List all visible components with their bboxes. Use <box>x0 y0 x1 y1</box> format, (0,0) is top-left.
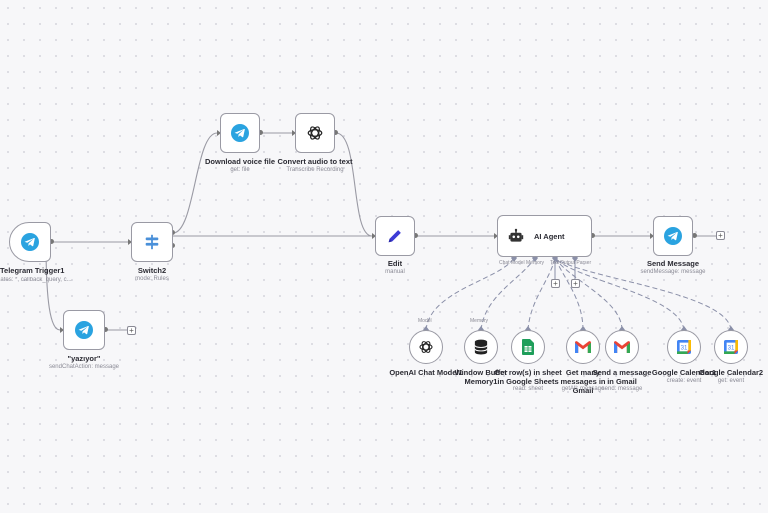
edge-switch-download <box>172 132 218 234</box>
edit-output-port[interactable] <box>413 233 418 238</box>
node-download-voice-file[interactable] <box>220 113 260 153</box>
database-icon <box>474 339 488 355</box>
edit-title: Edit <box>387 259 403 268</box>
node-gmail-send[interactable] <box>605 330 639 364</box>
add-node-button[interactable]: + <box>716 231 725 240</box>
node-switch[interactable] <box>131 222 173 262</box>
node-openai-chat-model[interactable] <box>409 330 443 364</box>
google-calendar-icon: 31 <box>724 340 738 354</box>
gmail-icon <box>575 341 591 353</box>
add-tool-button[interactable]: + <box>551 279 560 288</box>
cal1-subtitle: create: event <box>666 378 702 384</box>
gmail-get-title: Get many messages in Gmail <box>560 368 606 395</box>
openai-icon <box>419 341 433 353</box>
openai-title: OpenAI Chat Model1 <box>389 368 463 377</box>
google-sheets-icon <box>522 339 534 355</box>
svg-text:31: 31 <box>728 345 735 352</box>
robot-icon <box>508 228 524 242</box>
edit-subtitle: manual <box>385 269 405 275</box>
openai-icon <box>307 126 323 140</box>
download-output-port[interactable] <box>258 130 263 135</box>
convert-title: Convert audio to text <box>277 157 353 166</box>
gmail-send-subtitle: send: message <box>601 386 643 392</box>
port-output-parser: Output Parser <box>560 260 592 266</box>
send-subtitle: sendMessage: message <box>640 269 706 275</box>
edge-memory-agent <box>480 257 536 331</box>
edge-gmailget-tool <box>554 257 584 331</box>
sheets-subtitle: read: sheet <box>512 386 544 392</box>
agent-title: AI Agent <box>534 231 565 241</box>
node-ai-agent[interactable]: AI Agent <box>497 215 592 257</box>
node-gmail-get-many[interactable] <box>566 330 600 364</box>
memory-title: Window Buffer Memory1 <box>454 368 508 386</box>
node-google-calendar-2[interactable]: 31 <box>714 330 748 364</box>
telegram-icon <box>75 321 93 339</box>
telegram-trigger-title: Telegram Trigger1 <box>0 266 65 275</box>
sheets-title: Get row(s) in sheet in Google Sheets <box>494 368 562 386</box>
node-yaziyor[interactable] <box>63 310 105 350</box>
svg-text:31: 31 <box>681 345 688 352</box>
edge-sheets-tool <box>527 257 556 331</box>
node-google-sheets[interactable] <box>511 330 545 364</box>
telegram-icon <box>21 233 39 251</box>
yaziyor-output-port[interactable] <box>103 327 108 332</box>
cal2-subtitle: get: event <box>717 378 745 384</box>
trigger-output-port[interactable] <box>49 239 54 244</box>
switch-icon <box>145 234 159 250</box>
yaziyor-subtitle: sendChatAction: message <box>48 364 120 370</box>
cal2-title: Google Calendar2 <box>698 368 764 377</box>
gmail-icon <box>614 341 630 353</box>
send-output-port[interactable] <box>692 233 697 238</box>
edge-gmailsend-tool <box>554 257 623 331</box>
node-window-buffer-memory[interactable] <box>464 330 498 364</box>
cal1-title: Google Calendar1 <box>651 368 717 377</box>
gmail-get-subtitle: getAll: message <box>561 386 605 392</box>
convert-output-port[interactable] <box>333 130 338 135</box>
google-calendar-icon: 31 <box>677 340 691 354</box>
edge-convert-edit <box>335 132 373 237</box>
pencil-icon <box>388 230 401 243</box>
download-subtitle: get: file <box>230 167 250 173</box>
add-output-parser-button[interactable]: + <box>571 279 580 288</box>
convert-subtitle: Transcribe Recording <box>286 167 344 173</box>
switch-subtitle: mode: Rules <box>135 276 169 282</box>
send-title: Send Message <box>646 259 700 268</box>
node-send-message[interactable] <box>653 216 693 256</box>
telegram-icon <box>231 124 249 142</box>
memory-tag: Memory <box>470 318 489 324</box>
agent-output-port[interactable] <box>590 233 595 238</box>
download-title: Download voice file <box>204 157 275 166</box>
telegram-icon <box>664 227 682 245</box>
telegram-trigger-subtitle: ates: *, callback_query, c... <box>0 277 72 283</box>
port-chat-model: Chat Model <box>499 260 525 266</box>
add-node-button[interactable]: + <box>127 326 136 335</box>
port-tool: Tool <box>550 260 560 266</box>
port-memory: Memory <box>526 260 545 266</box>
yaziyor-title: "yazıyor" <box>67 354 101 363</box>
openai-model-tag: Model <box>418 318 432 324</box>
node-convert-audio[interactable] <box>295 113 335 153</box>
switch-title: Switch2 <box>137 266 167 275</box>
node-google-calendar-1[interactable]: 31 <box>667 330 701 364</box>
node-telegram-trigger[interactable] <box>9 222 51 262</box>
gmail-send-title: Send a message in Gmail <box>592 368 652 386</box>
node-edit[interactable] <box>375 216 415 256</box>
